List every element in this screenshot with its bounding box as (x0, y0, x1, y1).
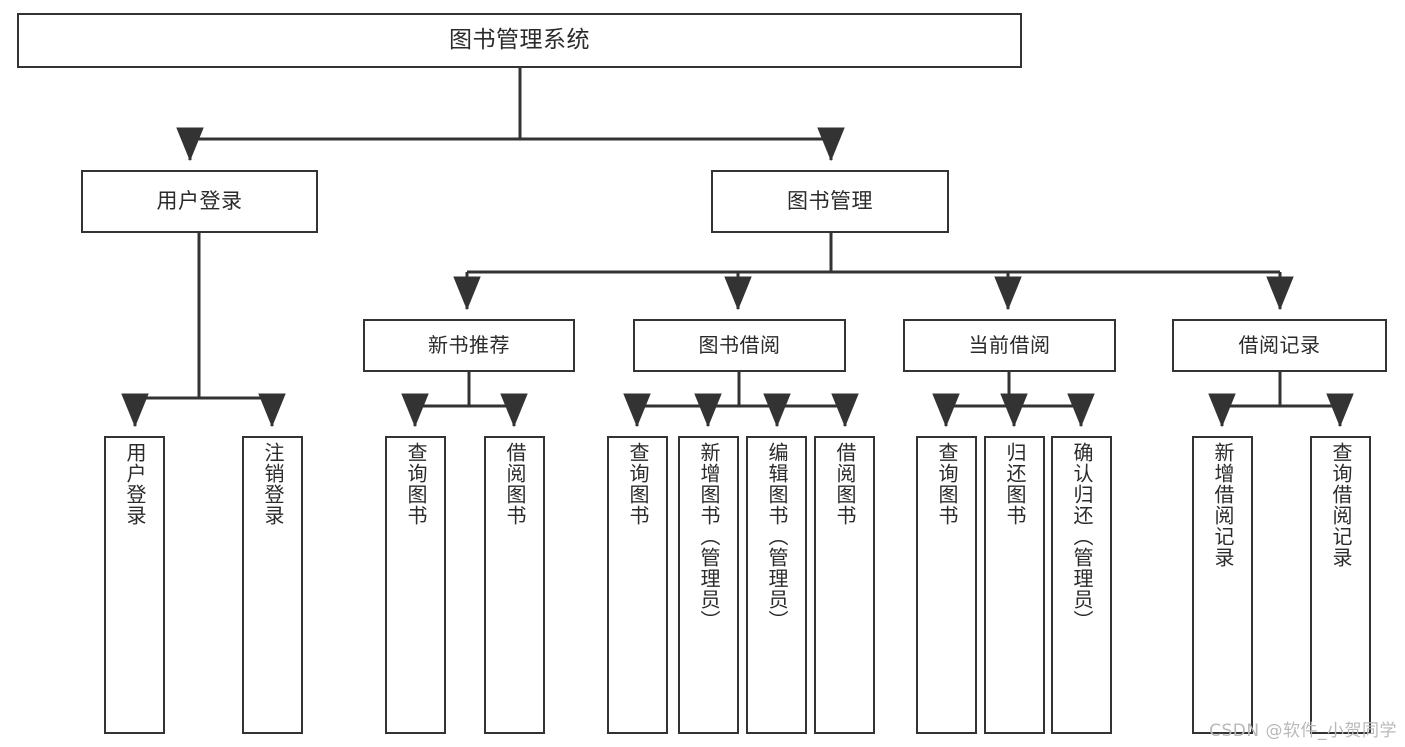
node-book-management-system[interactable]: 图书管理系统 (17, 13, 1022, 68)
node-label: 归还图书 (1003, 442, 1027, 526)
leaf-query-borrow-record[interactable]: 查询借阅记录 (1310, 436, 1371, 734)
node-label: 查询图书 (404, 442, 428, 526)
leaf-query-book-current[interactable]: 查询图书 (916, 436, 977, 734)
node-label: 用户登录 (156, 189, 243, 214)
node-label: 用户登录 (123, 442, 147, 526)
node-label: 图书管理 (787, 189, 873, 214)
leaf-user-login[interactable]: 用户登录 (104, 436, 165, 734)
node-label: 新书推荐 (428, 332, 510, 357)
node-new-book-recommend[interactable]: 新书推荐 (363, 319, 575, 372)
leaf-query-book-recommend[interactable]: 查询图书 (385, 436, 446, 734)
node-label: 借阅图书 (833, 442, 857, 526)
node-book-borrow[interactable]: 图书借阅 (633, 319, 846, 372)
node-label: 当前借阅 (968, 332, 1051, 357)
watermark-text: CSDN @软件_小贺同学 (1209, 721, 1397, 741)
leaf-logout[interactable]: 注销登录 (242, 436, 303, 734)
leaf-borrow-book[interactable]: 借阅图书 (814, 436, 875, 734)
leaf-query-book-borrow[interactable]: 查询图书 (607, 436, 668, 734)
node-label: 图书管理系统 (449, 26, 590, 53)
node-label: 查询借阅记录 (1329, 442, 1353, 568)
leaf-add-borrow-record[interactable]: 新增借阅记录 (1192, 436, 1253, 734)
node-current-borrow[interactable]: 当前借阅 (903, 319, 1116, 372)
node-book-management[interactable]: 图书管理 (711, 170, 949, 233)
leaf-return-book[interactable]: 归还图书 (984, 436, 1045, 734)
node-label: 图书借阅 (698, 332, 781, 357)
leaf-borrow-book-recommend[interactable]: 借阅图书 (484, 436, 545, 734)
node-borrow-record[interactable]: 借阅记录 (1172, 319, 1387, 372)
node-label: 注销登录 (261, 442, 285, 526)
node-label: 编辑图书（管理员） (765, 442, 789, 631)
leaf-confirm-return[interactable]: 确认归还（管理员） (1051, 436, 1112, 734)
node-label: 查询图书 (626, 442, 650, 526)
node-label: 新增借阅记录 (1211, 442, 1235, 568)
node-user-login[interactable]: 用户登录 (81, 170, 318, 233)
node-label: 查询图书 (935, 442, 959, 526)
node-label: 确认归还（管理员） (1070, 442, 1094, 631)
node-label: 借阅图书 (503, 442, 527, 526)
leaf-edit-book[interactable]: 编辑图书（管理员） (746, 436, 807, 734)
node-label: 借阅记录 (1238, 332, 1321, 357)
leaf-add-book[interactable]: 新增图书（管理员） (678, 436, 739, 734)
node-label: 新增图书（管理员） (697, 442, 721, 631)
